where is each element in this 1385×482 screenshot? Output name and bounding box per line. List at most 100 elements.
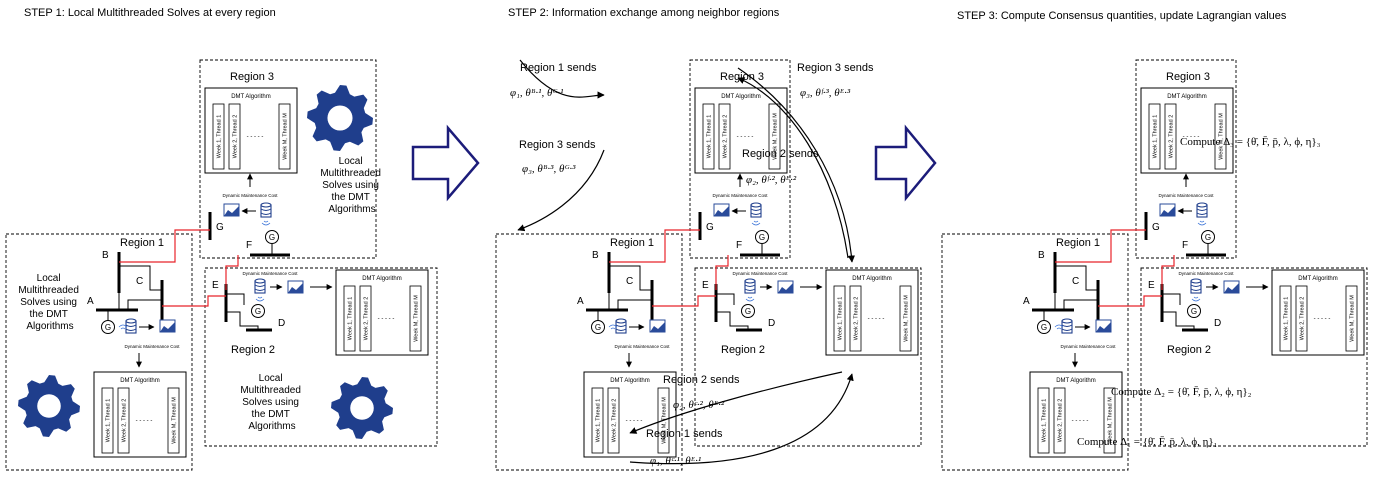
region2-label: Region 2 [1167,344,1211,356]
exchange-arrow-r1-to-r2 [629,373,854,465]
database-icon [260,202,272,218]
gear-icon [307,85,373,151]
line-wire [127,299,162,310]
database-top [1190,278,1202,284]
r2-sends-right-label: Region 2 sends [742,148,819,160]
thread-week-1-box [1279,285,1292,352]
gear-icon [331,377,393,439]
thread-ellipsis: - - - - - [1072,418,1089,424]
chart-icon-fill [778,283,793,293]
r3-sends-left-label: Region 3 sends [519,139,596,151]
step-arrow-2 [874,124,937,202]
chart-icon-fill [714,206,729,216]
thread-ellipsis: - - - - - [868,316,885,322]
chart-icon-fill [650,322,665,332]
database-icon [1196,202,1208,218]
tie-line [715,255,729,290]
generator-icon [251,304,265,318]
line-wire [119,265,162,291]
region2-box [204,267,438,447]
thread-week-1-label: Week 1, Thread 1 [707,115,713,159]
signal-icon [1054,324,1064,330]
exchange-arrow-r3-to-r2 [737,67,856,263]
thread-ellipsis: - - - - - [1314,316,1331,322]
thread-week-1-label: Week 1, Thread 1 [217,115,223,159]
database-rings [260,208,272,215]
database-icon [750,202,762,218]
tie-line [162,295,226,307]
thread-week-2-label: Week 2, Thread 2 [122,399,128,443]
region3-label: Region 3 [230,71,274,83]
thread-week-1-box [591,387,604,454]
thread-week-m-box [278,103,291,170]
thread-week-1-label: Week 1, Thread 1 [596,399,602,443]
line-wire [1055,265,1098,291]
thread-week-1-label: Week 1, Thread 1 [348,297,354,341]
dynamic-maintenance-cost-label: Dynamic Maintenance Cost [1158,193,1214,198]
thread-week-1-box [702,103,715,170]
gear-hole [37,394,61,418]
bus-label-e: E [1148,280,1155,291]
r2-sends-bottom-eq: φ₂, θᶜ·², θᴱ·² [673,399,725,411]
thread-week-2-box [1053,387,1066,454]
bus-label-a: A [1023,296,1030,307]
thread-week-1-label: Week 1, Thread 1 [1284,297,1290,341]
thread-week-2-label: Week 2, Thread 2 [1058,399,1064,443]
thread-week-m-label: Week M, Thread M [1219,113,1225,160]
generator-label: G [595,323,601,332]
generator-label: G [759,233,765,242]
database-top [744,278,756,284]
thread-week-2-box [849,285,862,352]
exchange-arrow-r2-to-r3 [737,77,849,259]
signal-icon [608,324,618,330]
r2-sends-right-eq: φ₂, θᶠ·², θᴱ·² [746,174,797,186]
chart-icon-fill [160,322,175,332]
line-wire [226,311,259,330]
thread-week-2-box [1164,103,1177,170]
local-solves-text-region1: Local Multithreaded Solves using the DMT… [18,273,81,332]
generator-label: G [1205,233,1211,242]
database-rings [615,324,627,331]
thread-week-m-label: Week M, Thread M [904,295,910,342]
line-wire [226,293,245,305]
database-top [615,318,627,324]
generator-icon [1201,230,1215,244]
line-wire [1162,311,1195,330]
chart-icon-fill [288,283,303,293]
compute-delta3: Compute Δ₃ = {θ̄, F̄, p̄, λ, ϕ, η}₃ [1180,136,1321,148]
signal-icon [261,220,271,226]
dmt-box-title: DMT Algorithm [610,378,650,384]
region1-box [495,233,683,471]
thread-week-m-box [167,387,180,454]
thread-week-2-label: Week 2, Thread 2 [233,115,239,159]
thread-week-m-box [899,285,912,352]
thread-week-m-box [1103,387,1116,454]
bus-label-g: G [216,222,224,233]
line-wire [1063,299,1098,310]
generator-icon [1187,304,1201,318]
thread-ellipsis: - - - - - [378,316,395,322]
bus-label-b: B [1038,250,1045,261]
r3-sends-left-eq: φ₃, θᴮ·³, θᴳ·³ [522,163,576,175]
line-wire [716,293,735,305]
line-wire [609,265,652,291]
thread-week-2-box [718,103,731,170]
signal-icon [1191,296,1201,302]
thread-week-1-box [343,285,356,352]
thread-week-1-box [1148,103,1161,170]
tie-line [1055,229,1146,263]
thread-week-m-label: Week M, Thread M [172,397,178,444]
r1-sends-top-label: Region 1 sends [520,62,597,74]
database-rings [1190,284,1202,291]
bus-label-a: A [87,296,94,307]
signal-icon [255,296,265,302]
chart-icon-fill [1096,322,1111,332]
bus-label-f: F [1182,240,1188,251]
exchange-arrow-r3-to-r1 [517,149,605,232]
bus-label-b: B [592,250,599,261]
line-wire [617,299,652,310]
signal-icon [118,324,128,330]
